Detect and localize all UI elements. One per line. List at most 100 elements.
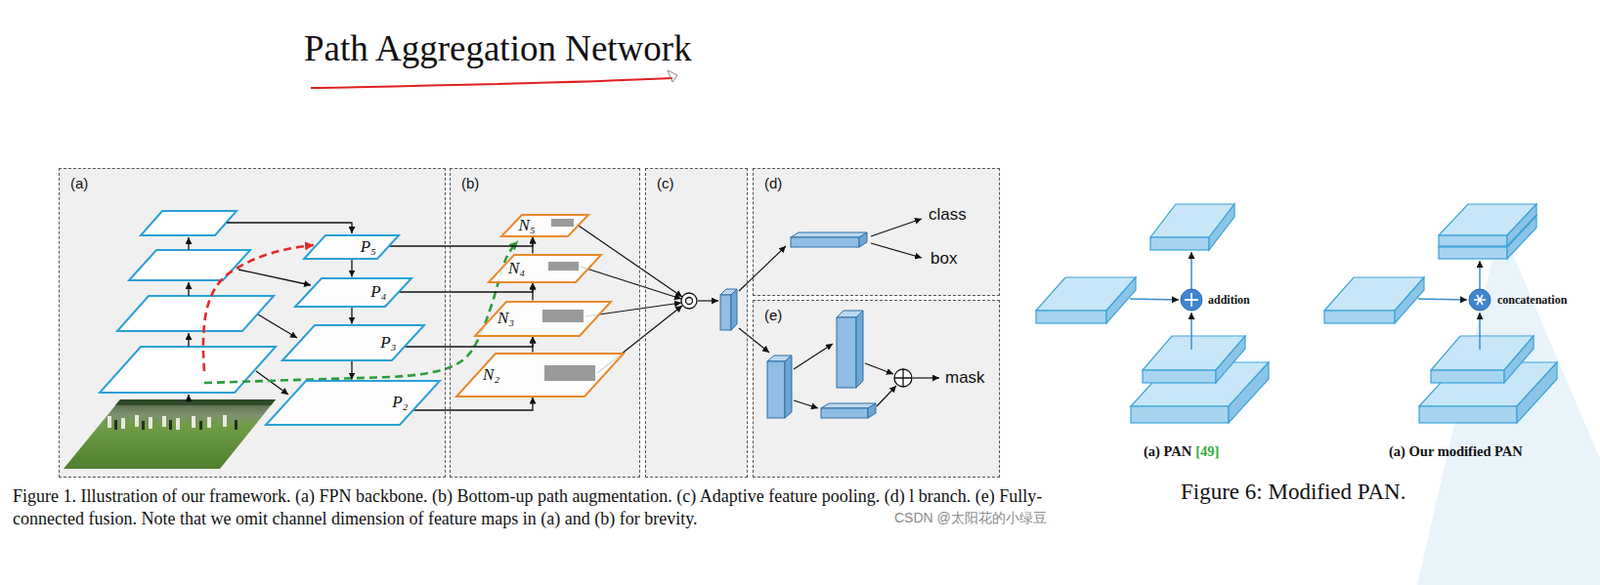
panel-ground (449, 168, 641, 478)
pan-slabs (1106, 277, 1136, 324)
operation-circles (1180, 289, 1491, 311)
level-label: N₃ (497, 308, 515, 329)
fc-bars (867, 403, 876, 419)
fusion-symbol (686, 298, 693, 305)
panel-label: (d) (764, 174, 782, 192)
operation-circles (1184, 293, 1199, 307)
output-label: class (928, 205, 967, 225)
fusion-symbol (681, 293, 697, 309)
parallelogram (501, 215, 589, 237)
citation: [49] (1195, 443, 1219, 461)
operation-label: concatenation (1497, 293, 1567, 308)
feature-map-outline (474, 301, 612, 338)
level-label: N₂ (482, 365, 500, 386)
input-photo (58, 395, 279, 475)
input-photo (222, 415, 227, 428)
pooling-arrows (738, 328, 770, 353)
input-photo (162, 416, 167, 428)
input-photo (207, 417, 212, 429)
feature-map: P₅ (302, 234, 400, 260)
modified-pan-slabs (1507, 204, 1537, 247)
level-label: N₅ (518, 216, 536, 236)
input-photo (107, 415, 227, 431)
panel-ground (58, 168, 446, 478)
roi-patch (544, 365, 596, 382)
level-label: P₃ (380, 333, 396, 353)
modified-pan-slabs (1438, 235, 1508, 247)
input-photo (114, 420, 118, 431)
feature-map: N₄ (487, 254, 603, 284)
feature-map-outline (281, 324, 426, 362)
pan-arrows (1478, 312, 1481, 350)
pan-slabs (1209, 204, 1235, 251)
fc-bars (790, 237, 860, 248)
backbone-arrows (187, 237, 189, 251)
panel-box: (a)P₅P₄P₃P₂ (58, 168, 446, 478)
feature-map-outline (294, 277, 413, 308)
pan-slabs (1215, 336, 1246, 384)
feature-map-outline (264, 380, 441, 427)
feature-map-outline (455, 352, 625, 398)
parallelogram (488, 255, 602, 283)
backbone-maps (140, 211, 237, 236)
input-photo (148, 417, 153, 430)
backbone-arrows (258, 314, 298, 339)
slide-title: Path Aggregation Network (303, 27, 692, 70)
fusion-symbol (681, 293, 912, 388)
pooling-arrows (793, 344, 833, 370)
figure-title: Figure 6: Modified PAN. (1180, 479, 1406, 506)
fc-bars (790, 232, 867, 238)
input-photo (175, 418, 180, 431)
level-label: P₄ (370, 282, 387, 303)
output-label: box (930, 249, 957, 269)
modified-pan-slabs (1430, 370, 1505, 384)
parallelogram (303, 235, 399, 260)
pooling-arrows (580, 266, 682, 300)
pooling-arrows (738, 246, 786, 292)
pooling-arrows (870, 243, 922, 259)
feature-map-outline (302, 234, 400, 260)
pan-slabs (1228, 362, 1269, 424)
arrow-connector (398, 283, 534, 294)
fc-bars (767, 361, 785, 419)
pooling-arrows (876, 386, 897, 407)
backbone-arrows (226, 222, 352, 234)
modified-pan-slabs (1438, 247, 1508, 260)
fc-bars (836, 317, 857, 389)
pan-slabs (1036, 310, 1107, 324)
fc-bars (720, 295, 732, 331)
arrow-connector (412, 397, 533, 412)
feature-map-outline (487, 254, 603, 284)
input-photo (58, 395, 279, 475)
parallelogram (295, 278, 412, 307)
backbone-maps (117, 296, 274, 332)
backbone-maps (99, 346, 276, 393)
level-label: P₂ (391, 392, 408, 413)
parallelogram (475, 302, 611, 337)
fc-bars (859, 232, 867, 248)
pan-arrows (1129, 252, 1480, 350)
panel-box: (c) (645, 168, 748, 478)
pooling-arrows (575, 218, 940, 409)
backbone-arrows (238, 269, 311, 286)
level-label: N₄ (508, 259, 525, 279)
pan-slabs (1142, 370, 1216, 384)
pooling-arrows (793, 400, 819, 409)
green-dashed-path (204, 241, 519, 384)
feature-map: P₂ (264, 380, 441, 427)
level-label: P₅ (360, 237, 377, 258)
fusion-symbol (894, 369, 912, 388)
pan-slabs (1150, 237, 1210, 251)
input-photo (121, 418, 126, 430)
panel-box: (e) (752, 300, 1000, 478)
input-photo (141, 421, 145, 431)
panel-backgrounds (58, 168, 1000, 478)
input-photo (58, 395, 279, 406)
fusion-symbol (894, 369, 912, 388)
pan-arrows (1418, 299, 1468, 301)
pooling-arrows (864, 363, 894, 375)
fc-bars (821, 403, 876, 409)
arrow-connector (350, 259, 352, 278)
modified-pan-slabs (1504, 336, 1534, 384)
output-label: mask (945, 368, 986, 389)
